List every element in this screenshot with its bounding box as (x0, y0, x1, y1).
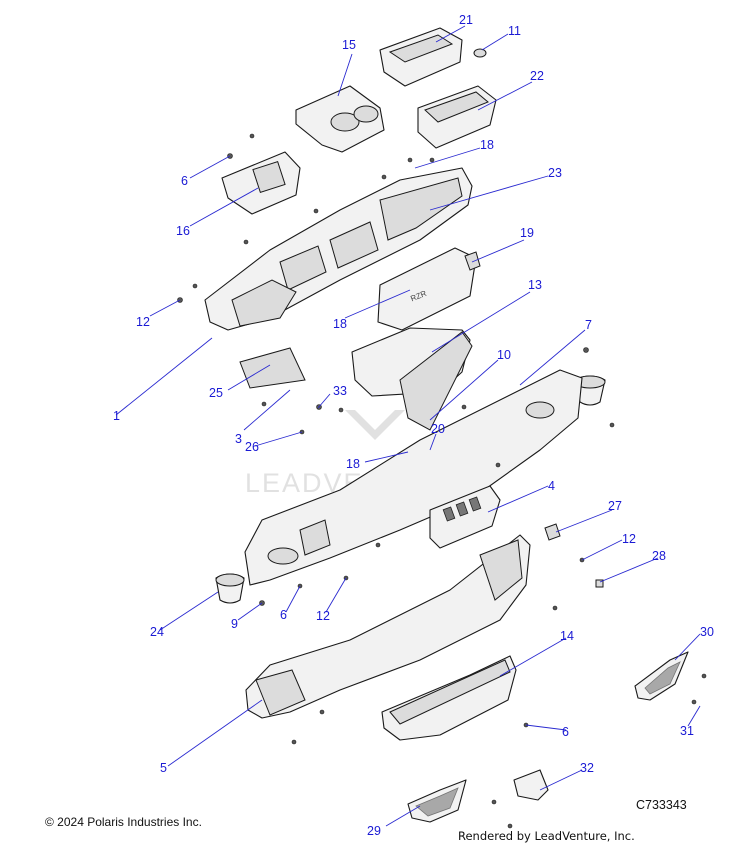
part-19-latch (464, 251, 481, 271)
part-5-lower-dash (245, 534, 531, 719)
callout: 26 (245, 440, 259, 454)
part-29-vent-grille (407, 779, 467, 823)
callout: 20 (431, 422, 445, 436)
callout: 12 (316, 609, 330, 623)
callout: 10 (497, 348, 511, 362)
callout: 6 (181, 174, 188, 188)
callout: 28 (652, 549, 666, 563)
callout: 16 (176, 224, 190, 238)
fasteners (177, 133, 707, 829)
callout-labels: 1 3 4 5 6 6 6 7 9 10 11 12 12 12 13 14 1… (113, 13, 714, 838)
callout: 24 (150, 625, 164, 639)
callout: 33 (333, 384, 347, 398)
callout: 32 (580, 761, 594, 775)
callout: 25 (209, 386, 223, 400)
callout: 15 (342, 38, 356, 52)
callout: 23 (548, 166, 562, 180)
callout: 18 (346, 457, 360, 471)
part-22-bin (417, 85, 497, 149)
part-24-cup-holder (215, 573, 245, 604)
part-32-bracket (513, 769, 549, 801)
part-21-insert (379, 27, 463, 87)
callout: 29 (367, 824, 381, 838)
part-16-switch-panel (221, 151, 301, 215)
part-28-clip (595, 579, 604, 588)
callout: 18 (333, 317, 347, 331)
part-30-vent-grille (634, 651, 689, 701)
callout: 4 (548, 479, 555, 493)
callout: 12 (622, 532, 636, 546)
part-23-upper-dash (204, 167, 473, 331)
callout: 31 (680, 724, 694, 738)
part-25-bracket (239, 347, 306, 389)
part-18-glovebox-door: RZR (377, 247, 477, 331)
part-11-plug (473, 48, 487, 58)
callout: 3 (235, 432, 242, 446)
callout: 1 (113, 409, 120, 423)
callout: 6 (562, 725, 569, 739)
callout: 13 (528, 278, 542, 292)
callout: 14 (560, 629, 574, 643)
part-7-main-dash (244, 369, 583, 586)
callout: 12 (136, 315, 150, 329)
leader-lines (115, 25, 701, 827)
part-14-lower-tray (381, 655, 517, 741)
callout: 21 (459, 13, 473, 27)
callout: 7 (585, 318, 592, 332)
callout: 6 (280, 608, 287, 622)
callout: 11 (508, 24, 521, 38)
callout: 30 (700, 625, 714, 639)
callout: 27 (608, 499, 622, 513)
rendered-by-text: Rendered by LeadVenture, Inc. (458, 829, 635, 843)
part-4-switch-bezel (429, 485, 501, 549)
callout: 22 (530, 69, 544, 83)
part-27-clip (544, 523, 561, 541)
callout: 5 (160, 761, 167, 775)
copyright-text: © 2024 Polaris Industries Inc. (45, 815, 202, 829)
figure-code: C733343 (636, 798, 687, 812)
part-15-cupholder-bezel (295, 85, 385, 153)
callout: 19 (520, 226, 534, 240)
callout: 18 (480, 138, 494, 152)
callout: 9 (231, 617, 238, 631)
